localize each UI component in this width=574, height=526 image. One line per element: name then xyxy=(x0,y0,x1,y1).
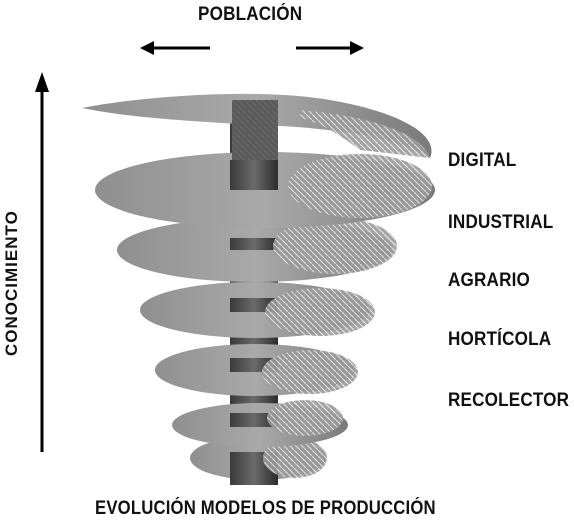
stage-recolector: RECOLECTOR xyxy=(448,390,570,411)
knowledge-label: CONOCIMIENTO xyxy=(2,210,21,356)
stage-digital: DIGITAL xyxy=(448,150,517,171)
diagram-caption: EVOLUCIÓN MODELOS DE PRODUCCIÓN xyxy=(95,498,436,519)
spiral-staircase xyxy=(82,93,435,485)
population-arrows xyxy=(140,41,364,55)
stage-agrario: AGRARIO xyxy=(448,270,531,291)
stage-horticola: HORTÍCOLA xyxy=(448,329,552,350)
knowledge-arrow xyxy=(35,72,49,452)
stage-industrial: INDUSTRIAL xyxy=(448,212,554,233)
population-label: POBLACIÓN xyxy=(198,4,303,25)
